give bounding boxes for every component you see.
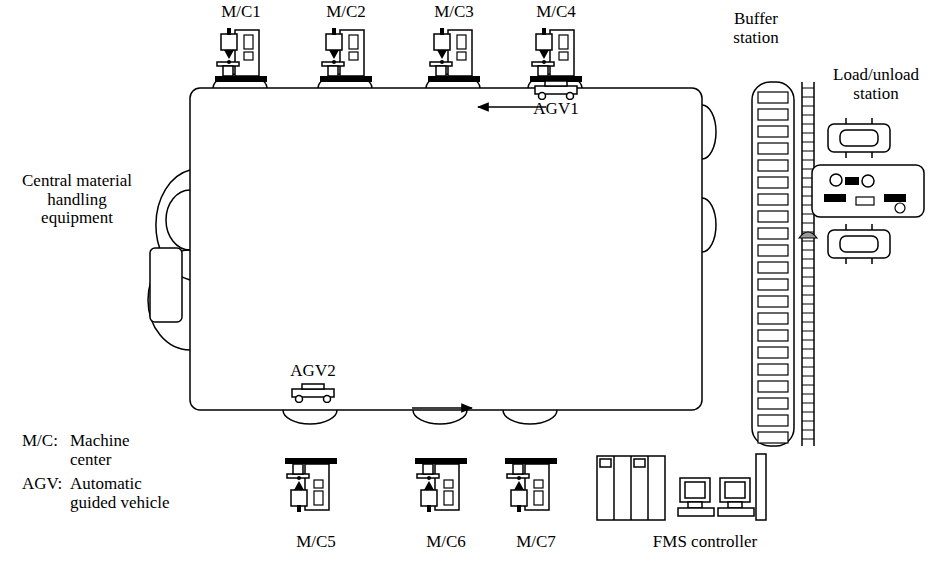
legend-meaning: Automatic guided vehicle: [70, 475, 188, 512]
legend-abbreviation: AGV:: [22, 475, 66, 494]
machine-label: M/C1: [206, 3, 276, 22]
machine-label: M/C6: [411, 533, 481, 552]
machine-label-box: M/C1: [206, 3, 276, 22]
controller-label: FMS controller: [630, 533, 780, 552]
legend-meaning: Machine center: [70, 432, 144, 469]
machine-label-box: M/C6: [411, 533, 481, 552]
machine-label-box: M/C5: [281, 533, 351, 552]
controller-label-box: FMS controller: [630, 533, 780, 552]
machine-label-box: M/C7: [501, 533, 571, 552]
machine-label-box: M/C4: [521, 3, 591, 22]
agv-label: AGV1: [526, 100, 586, 119]
machine-label: M/C4: [521, 3, 591, 22]
station-label-box: Load/unload station: [826, 66, 926, 103]
machine-label: M/C2: [311, 3, 381, 22]
agv-label-box: AGV2: [283, 362, 343, 381]
agv-label: AGV2: [283, 362, 343, 381]
legend-abbreviation-box: M/C:: [22, 432, 66, 451]
equipment-label: Central material handling equipment: [22, 172, 132, 228]
buffer-label: Buffer station: [718, 10, 794, 47]
machine-label: M/C7: [501, 533, 571, 552]
legend-abbreviation-box: AGV:: [22, 475, 66, 494]
station-label: Load/unload station: [826, 66, 926, 103]
equipment-label-box: Central material handling equipment: [22, 172, 132, 228]
machine-label: M/C3: [419, 3, 489, 22]
legend-meaning-box: Machine center: [70, 432, 144, 469]
buffer-label-box: Buffer station: [718, 10, 794, 47]
machine-label: M/C5: [281, 533, 351, 552]
agv-label-box: AGV1: [526, 100, 586, 119]
machine-label-box: M/C2: [311, 3, 381, 22]
machine-label-box: M/C3: [419, 3, 489, 22]
legend-abbreviation: M/C:: [22, 432, 66, 451]
legend-meaning-box: Automatic guided vehicle: [70, 475, 188, 512]
